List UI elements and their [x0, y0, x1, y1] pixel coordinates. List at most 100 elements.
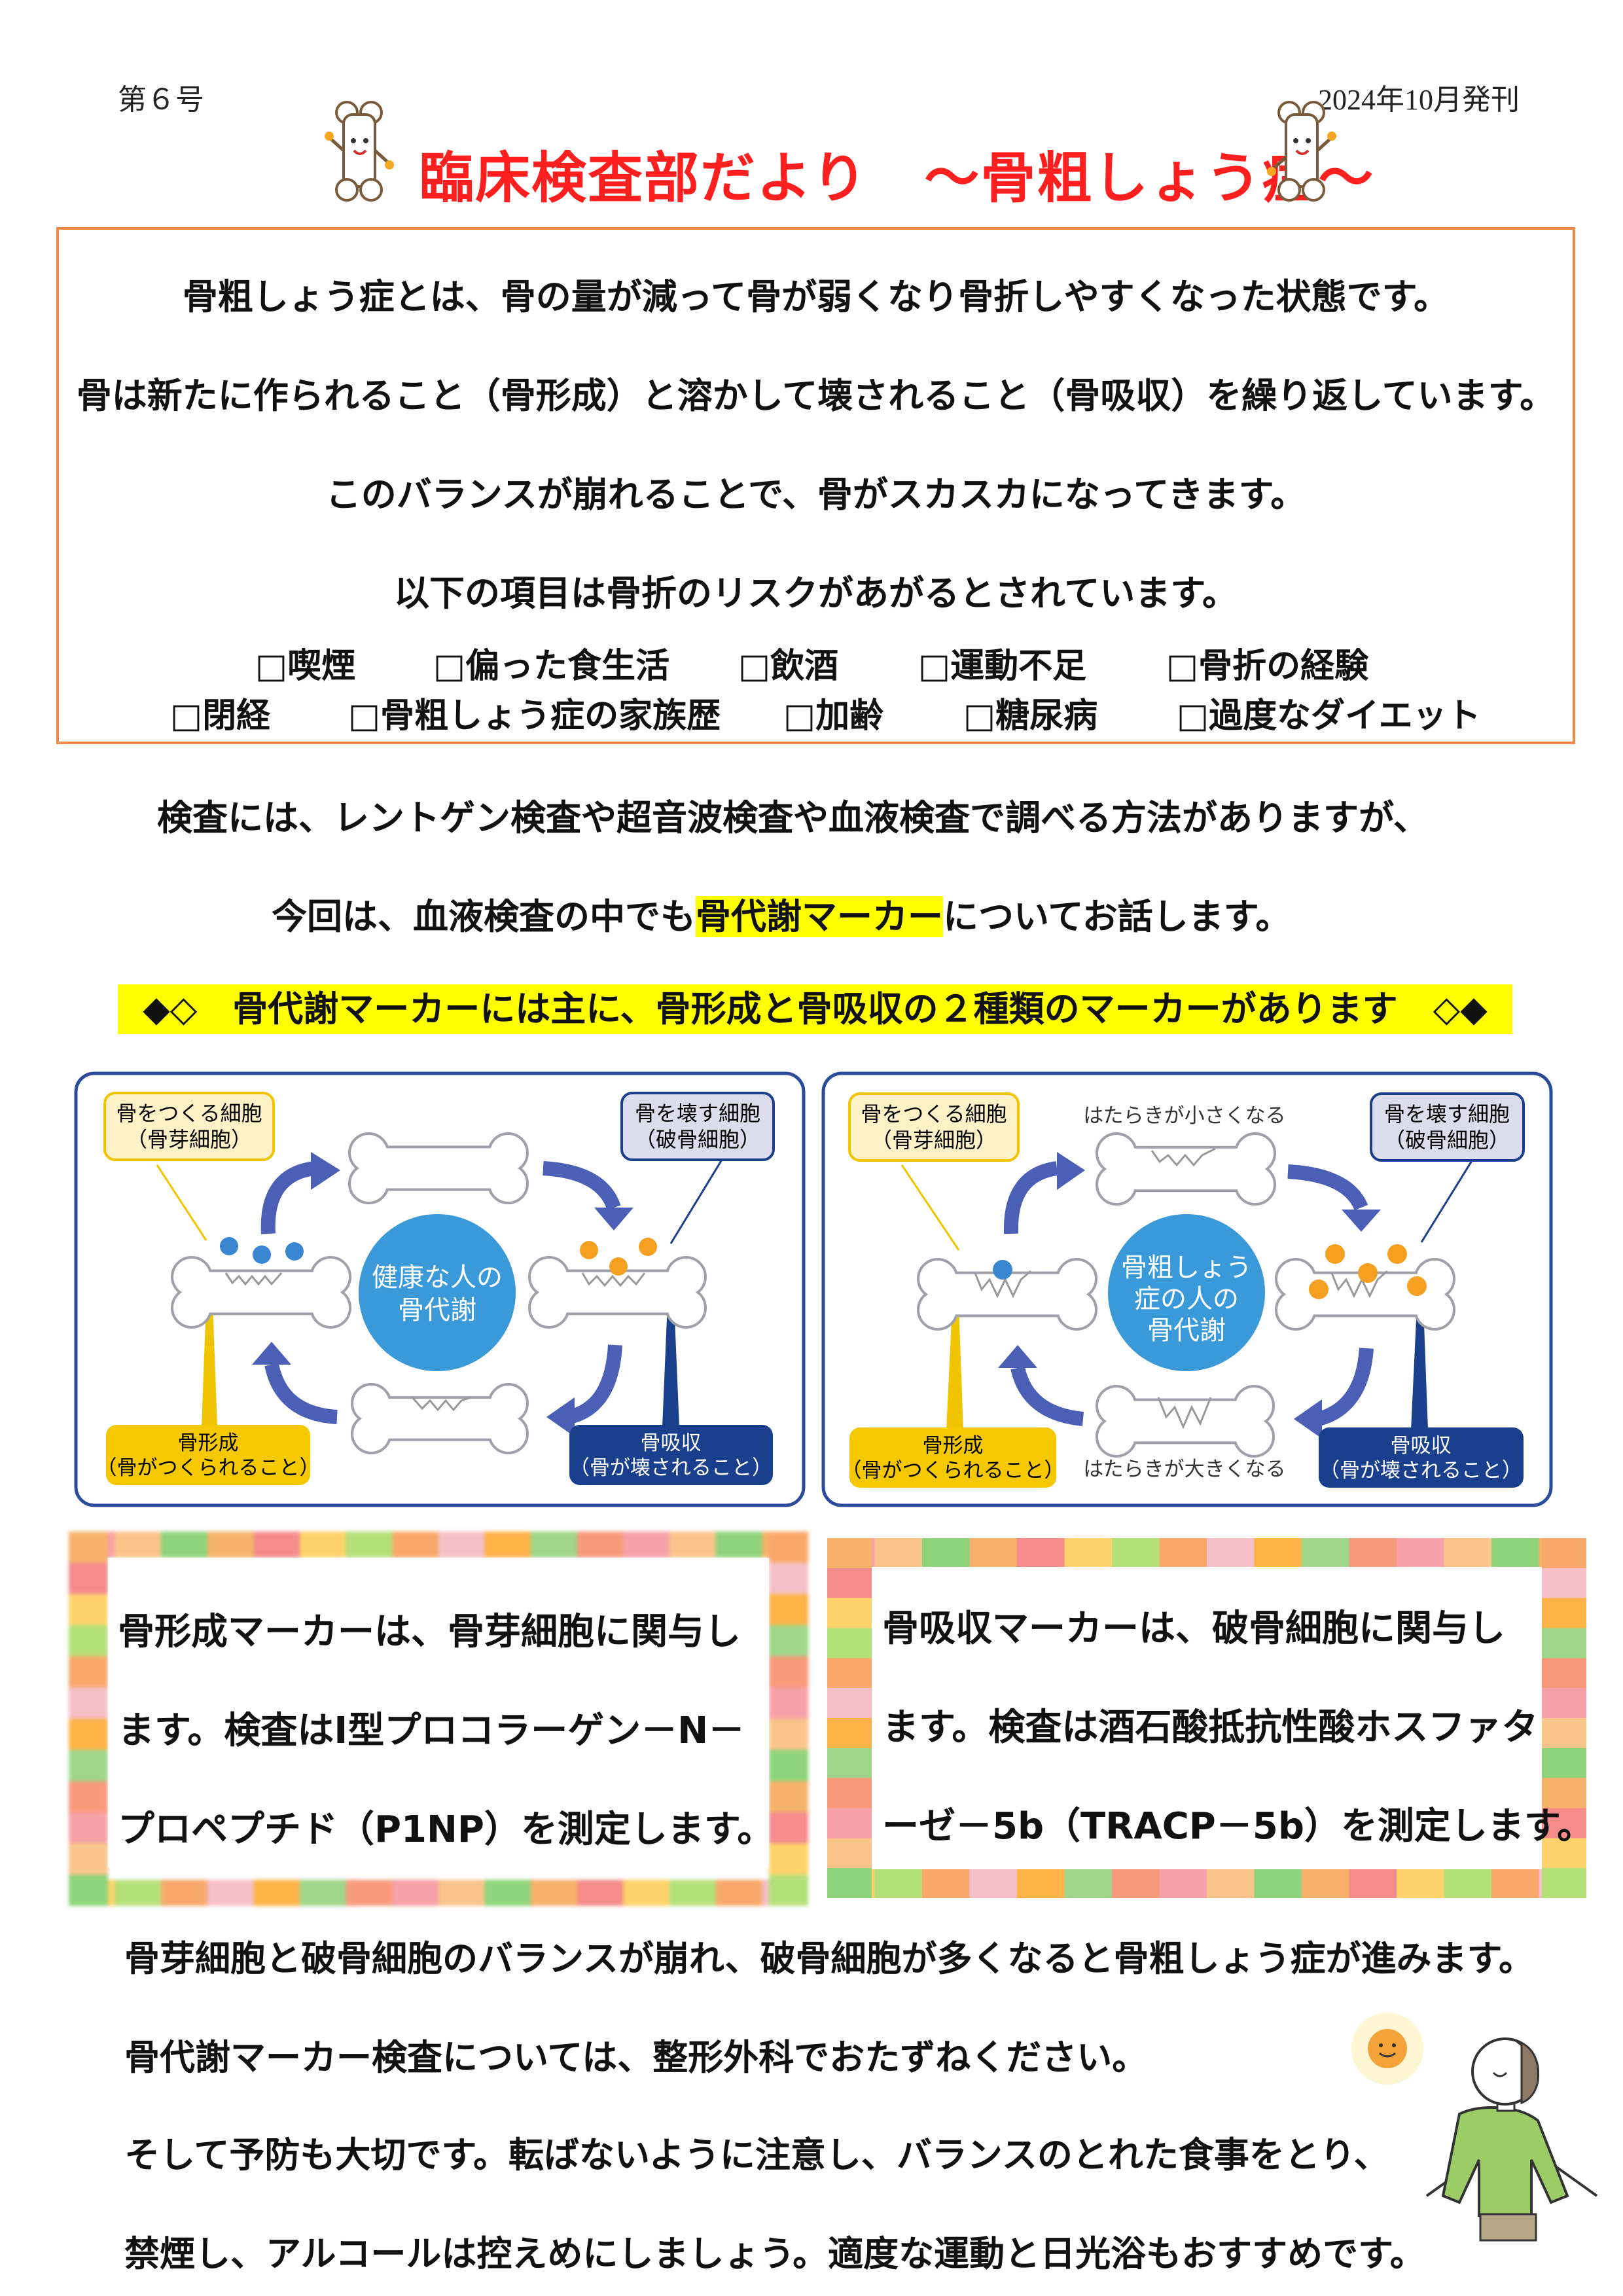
center-circle	[359, 1214, 516, 1371]
bone-notch	[1330, 1270, 1388, 1299]
builder-cell-text: （骨芽細胞）	[126, 1127, 252, 1152]
activity-increase-note: はたらきが大きくなる	[1083, 1458, 1285, 1481]
resorption-marker-box	[872, 1567, 1541, 1869]
arrow-heads-icon	[998, 1152, 1381, 1439]
publish-date: 2024年10月発刊	[1318, 84, 1520, 116]
builder-cell-label	[848, 1092, 1020, 1162]
frame-stripe	[827, 1869, 1586, 1898]
connector-line	[156, 1164, 207, 1241]
intro-line-4: 以下の項目は骨折のリスクがあがるとされています。	[394, 573, 1238, 614]
formation-marker-box	[108, 1558, 769, 1867]
bone-notch	[974, 1270, 1031, 1299]
center-label: 症の人の	[1134, 1284, 1239, 1314]
breaker-cell-text: （破骨細胞）	[635, 1127, 760, 1152]
formation-text: （骨がつくられること）	[97, 1456, 320, 1480]
resorption-label	[569, 1425, 773, 1485]
page-title: 臨床検査部だより ～骨粗しょう症～	[419, 146, 1375, 210]
bone-bottom	[351, 1383, 529, 1454]
breaker-cell-label	[1370, 1092, 1525, 1162]
bone-top	[1096, 1132, 1276, 1206]
intro-line-3: このバランスが崩れることで、骨がスカスカになってきます。	[325, 474, 1306, 515]
checklist-item[interactable]: □過度なダイエット	[1177, 696, 1481, 736]
closing-line-4: 禁煙し、アルコールは控えめにしましょう。適度な運動と日光浴もおすすめです。	[124, 2233, 1425, 2274]
bone-notch	[224, 1272, 283, 1286]
builder-cell-text: （骨芽細胞）	[871, 1128, 997, 1153]
center-label: 骨代謝	[1147, 1316, 1226, 1346]
resorption-marker-text: ーゼ－5b（TRACP－5b）を測定します。	[882, 1805, 1594, 1848]
bone-right	[528, 1256, 707, 1329]
breaker-cell-label	[620, 1092, 775, 1161]
bone-notch	[411, 1396, 472, 1412]
checklist-item[interactable]: □偏った食生活	[433, 647, 670, 686]
bone-bottom	[1096, 1385, 1275, 1458]
connector-line	[901, 1164, 960, 1251]
center-label: 健康な人の	[372, 1263, 503, 1293]
bone-top	[348, 1132, 529, 1205]
connector-line	[1420, 1159, 1474, 1243]
checklist-item[interactable]: □閉経	[170, 696, 271, 736]
osteoblast-icon	[220, 1237, 238, 1255]
formation-pointer	[202, 1302, 217, 1427]
bone-shape	[368, 1148, 508, 1189]
resorption-text: （骨が壊されること）	[569, 1456, 772, 1480]
frame-stripe	[69, 1532, 808, 1558]
osteoclast-icon	[1309, 1244, 1427, 1299]
bone-shape	[548, 1272, 687, 1313]
osteoporosis-bone-metabolism-diagram: 骨粗しょう 症の人の 骨代謝 はたらきが小さくなる はたらきが大きくなる 骨をつ…	[821, 1071, 1553, 1507]
frame-stripe	[827, 1538, 872, 1898]
center-label: 骨粗しょう	[1121, 1253, 1252, 1283]
bone-mascot-left-icon	[325, 101, 394, 202]
intro-box: 骨粗しょう症とは、骨の量が減って骨が弱くなり骨折しやすくなった状態です。 骨は新…	[56, 227, 1575, 744]
builder-cell-label	[103, 1092, 275, 1161]
frame-stripe	[69, 1532, 108, 1906]
closing-line-2: 骨代謝マーカー検査については、整形外科でおたずねください。	[124, 2037, 1148, 2078]
resorption-marker-text: 骨吸収マーカーは、破骨細胞に関与し	[882, 1607, 1505, 1650]
frame-stripe	[1542, 1538, 1586, 1898]
resorption-label	[1319, 1427, 1524, 1488]
arrow-heads-icon	[252, 1152, 633, 1437]
osteoclast-icon	[580, 1238, 657, 1276]
resorption-marker-frame	[827, 1538, 1586, 1898]
center-circle	[1108, 1214, 1265, 1371]
frame-stripe	[69, 1880, 808, 1906]
marker-types-banner: ◆◇ 骨代謝マーカーには主に、骨形成と骨吸収の２種類のマーカーがあります ◇◆	[118, 984, 1512, 1034]
tests-line-2: 今回は、血液検査の中でも骨代謝マーカーについてお話します。	[272, 888, 1291, 939]
formation-marker-text: 骨形成マーカーは、骨芽細胞に関与し	[118, 1611, 741, 1653]
formation-marker-text: ます。検査はⅠ型プロコラーゲン－N－	[118, 1710, 745, 1752]
resorption-text: 骨吸収	[641, 1431, 702, 1455]
formation-text: 骨形成	[178, 1431, 239, 1455]
resorption-pointer	[1411, 1306, 1428, 1430]
checklist-item[interactable]: □骨粗しょう症の家族歴	[348, 696, 721, 736]
checklist-item[interactable]: □運動不足	[918, 647, 1087, 686]
closing-line-3: そして予防も大切です。転ばないように注意し、バランスのとれた食事をとり、	[124, 2134, 1389, 2176]
checklist-item[interactable]: □骨折の経験	[1166, 647, 1369, 686]
issue-number: 第６号	[118, 84, 204, 116]
formation-marker-frame	[69, 1532, 808, 1906]
activity-decrease-note: はたらきが小さくなる	[1083, 1104, 1285, 1128]
osteoblast-icon	[253, 1246, 271, 1264]
bone-notch	[1150, 1147, 1216, 1167]
frame-stripe	[827, 1538, 1586, 1567]
formation-marker-text: プロペプチド（P1NP）を測定します。	[118, 1808, 774, 1851]
checklist-item[interactable]: □加齢	[783, 696, 884, 736]
healthy-bone-metabolism-diagram: 健康な人の 骨代謝 骨をつくる細胞 （骨芽細胞） 骨を壊す細胞 （破骨細胞） 骨…	[74, 1071, 806, 1507]
checklist-item[interactable]: □飲酒	[738, 647, 839, 686]
formation-text: （骨がつくられること）	[842, 1459, 1065, 1482]
center-label: 骨代謝	[398, 1295, 476, 1325]
formation-pointer	[946, 1306, 963, 1430]
resorption-marker-text: ます。検査は酒石酸抵抗性酸ホスファタ	[882, 1706, 1539, 1749]
tests-line-2-post: についてお話します。	[943, 896, 1291, 937]
woman-sunbathing-illustration	[1351, 2013, 1598, 2242]
breaker-cell-text: 骨を壊す細胞	[1384, 1102, 1510, 1126]
builder-cell-text: 骨をつくる細胞	[116, 1101, 262, 1126]
tests-line-2-pre: 今回は、血液検査の中でも	[272, 896, 696, 937]
bone-notch	[581, 1272, 646, 1287]
osteoblast-icon	[993, 1260, 1012, 1280]
intro-line-1: 骨粗しょう症とは、骨の量が減って骨が弱くなり骨折しやすくなった状態です。	[182, 276, 1450, 317]
bone-shape	[191, 1272, 331, 1313]
checklist-item[interactable]: □喫煙	[255, 647, 356, 686]
frame-stripe	[769, 1532, 808, 1906]
sun-icon	[1351, 2013, 1423, 2085]
checklist-item[interactable]: □糖尿病	[963, 696, 1098, 736]
breaker-cell-text: （破骨細胞）	[1384, 1128, 1510, 1153]
